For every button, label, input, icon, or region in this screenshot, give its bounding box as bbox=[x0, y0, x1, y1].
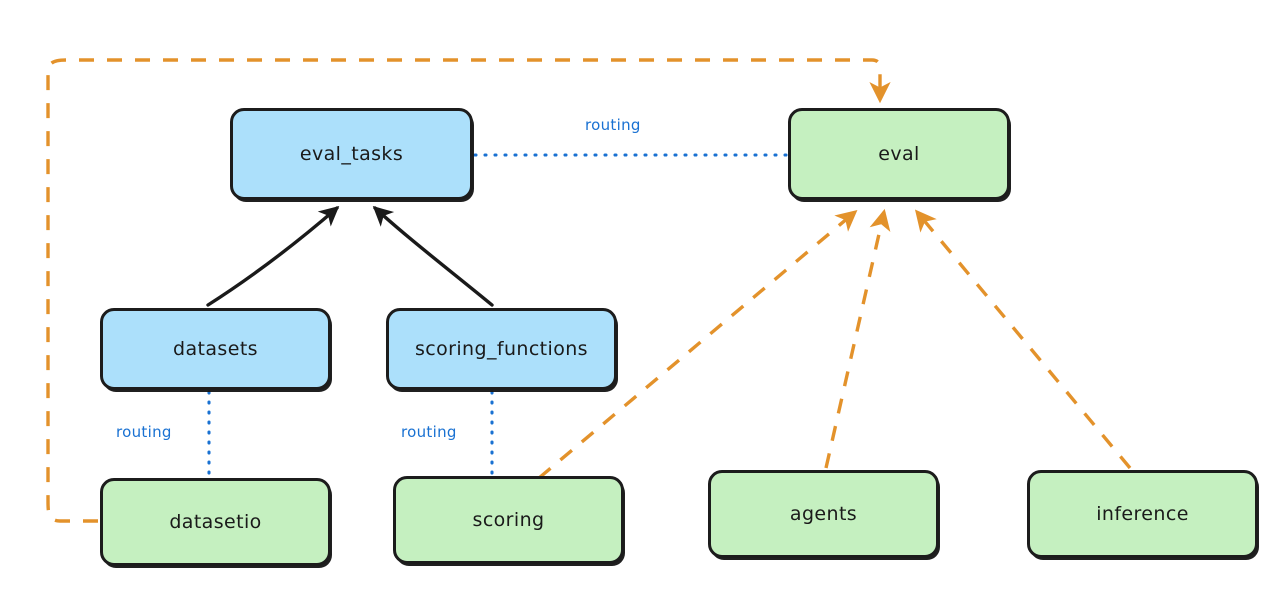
edge-agents-to-eval-dependency bbox=[824, 208, 891, 469]
node-label-scoring-functions: scoring_functions bbox=[415, 338, 588, 360]
node-eval-tasks[interactable]: eval_tasks bbox=[230, 108, 473, 200]
node-scoring-functions[interactable]: scoring_functions bbox=[386, 308, 617, 390]
edge-label-routing-datasetio: routing bbox=[113, 423, 175, 441]
node-label-datasetio: datasetio bbox=[169, 511, 262, 533]
node-datasets[interactable]: datasets bbox=[100, 308, 331, 390]
node-eval[interactable]: eval bbox=[788, 108, 1010, 200]
edge-datasets-to-eval-tasks bbox=[206, 206, 340, 307]
edge-label-routing-eval: routing bbox=[582, 116, 644, 134]
node-inference[interactable]: inference bbox=[1027, 470, 1258, 558]
node-label-eval-tasks: eval_tasks bbox=[299, 143, 404, 165]
node-datasetio[interactable]: datasetio bbox=[100, 478, 331, 566]
edge-scoring-functions-to-eval-tasks bbox=[372, 205, 494, 307]
edge-inference-to-eval-dependency bbox=[914, 209, 1132, 470]
edge-datasetio-to-eval-dependency bbox=[46, 58, 891, 523]
node-label-scoring: scoring bbox=[472, 509, 545, 531]
edge-scoring-to-eval-dependency bbox=[537, 209, 858, 480]
node-label-eval: eval bbox=[878, 143, 920, 165]
node-label-datasets: datasets bbox=[173, 338, 258, 360]
node-agents[interactable]: agents bbox=[708, 470, 939, 558]
node-label-agents: agents bbox=[789, 503, 858, 525]
edge-label-routing-scoring: routing bbox=[398, 423, 460, 441]
node-scoring[interactable]: scoring bbox=[393, 476, 624, 564]
node-label-inference: inference bbox=[1096, 503, 1189, 525]
